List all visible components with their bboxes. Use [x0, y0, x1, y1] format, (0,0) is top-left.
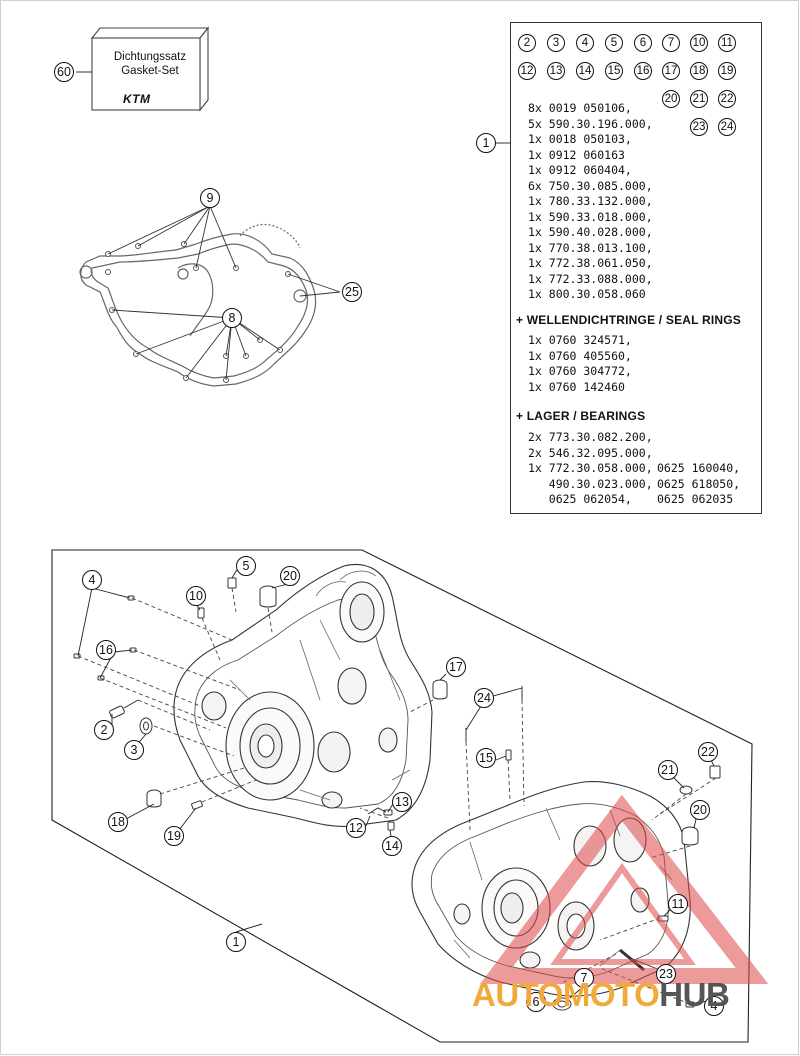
seal-rings-list: 1x 0760 324571, 1x 0760 405560, 1x 0760 … [528, 333, 632, 395]
part-number-list: 8x 0019 050106, 5x 590.30.196.000, 1x 00… [528, 101, 653, 303]
callout-13: 13 [392, 792, 412, 812]
seal-number: 1x 0760 324571, [528, 333, 632, 347]
gasket-set-label-en: Gasket-Set [121, 65, 179, 77]
circled-num: 12 [518, 62, 536, 80]
part-number: 1x 770.38.013.100, [528, 240, 653, 255]
bearing-number: 2x 773.30.082.200, [528, 430, 653, 444]
callout-2: 2 [94, 720, 114, 740]
part-number: 1x 0912 060404, [528, 163, 632, 177]
automotohub-watermark: AUTOMOTOHUB [472, 976, 730, 1014]
callout-19: 19 [164, 826, 184, 846]
left-crankcase-half [173, 564, 433, 827]
left-crankcase-ribs [229, 570, 411, 801]
callout-1-crankcase: 1 [226, 932, 246, 952]
bearing-number: 0625 062054, [528, 492, 632, 506]
callout-4-left: 4 [82, 570, 102, 590]
right-crankcase-half [411, 781, 691, 997]
circled-num: 20 [662, 90, 680, 108]
crankcase-frame [51, 549, 753, 1043]
callout-8: 8 [222, 308, 242, 328]
part-number: 1x 780.33.132.000, [528, 194, 653, 208]
bearing-number: 0625 160040, [657, 461, 741, 475]
part-number: 1x 590.33.018.000, [528, 209, 653, 224]
callout-11: 11 [668, 894, 688, 914]
bearing-number: 490.30.023.000, [528, 476, 653, 491]
callout-3: 3 [124, 740, 144, 760]
circled-num: 18 [690, 62, 708, 80]
part-number: 1x 0912 060163 [528, 147, 625, 162]
circled-num: 15 [605, 62, 623, 80]
callout-24: 24 [474, 688, 494, 708]
part-number: 1x 800.30.058.060 [528, 287, 646, 301]
circled-num: 13 [547, 62, 565, 80]
callout-9: 9 [200, 188, 220, 208]
callout-22: 22 [698, 742, 718, 762]
callout-15: 15 [476, 748, 496, 768]
part-number: 5x 590.30.196.000, [528, 116, 653, 131]
circled-num: 7 [662, 34, 680, 52]
circled-num: 23 [690, 118, 708, 136]
part-number: 1x 772.33.088.000, [528, 271, 653, 286]
part-number: 1x 772.38.061.050, [528, 256, 653, 270]
cover-gasket-bolt-holes [105, 241, 291, 383]
circled-num: 19 [718, 62, 736, 80]
callout-7: 7 [574, 968, 594, 988]
circled-num: 10 [690, 34, 708, 52]
seal-number: 1x 0760 304772, [528, 364, 632, 378]
circled-num: 2 [518, 34, 536, 52]
callout-21: 21 [658, 760, 678, 780]
circled-num: 16 [634, 62, 652, 80]
bearing-number: 2x 546.32.095.000, [528, 445, 653, 460]
watermark-text-dark: HUB [659, 976, 730, 1013]
circled-num: 14 [576, 62, 594, 80]
callout-20-top: 20 [280, 566, 300, 586]
bearing-number: 0625 618050, [657, 476, 741, 491]
callout-16: 16 [96, 640, 116, 660]
part-number: 1x 0018 050103, [528, 132, 632, 146]
part-number: 8x 0019 050106, [528, 101, 632, 115]
seal-number: 1x 0760 405560, [528, 348, 632, 363]
part-number: 1x 590.40.028.000, [528, 225, 653, 239]
circled-num: 24 [718, 118, 736, 136]
seal-number: 1x 0760 142460 [528, 379, 625, 394]
circled-num: 6 [634, 34, 652, 52]
callout-60: 60 [54, 62, 74, 82]
bearings-list-right: 0625 160040, 0625 618050, 0625 062035 [657, 461, 740, 508]
callout-4-right: 4 [704, 996, 724, 1016]
cover-gasket-outline [79, 223, 317, 387]
gasket-set-label: Dichtungssatz Gasket-Set [92, 50, 208, 78]
circled-num: 11 [718, 34, 736, 52]
circled-num: 3 [547, 34, 565, 52]
callout-5: 5 [236, 556, 256, 576]
circled-num: 17 [662, 62, 680, 80]
bearings-heading: + LAGER / BEARINGS [516, 409, 646, 423]
circled-num: 4 [576, 34, 594, 52]
callout-14: 14 [382, 836, 402, 856]
watermark-text-accent: AUTOMOTO [472, 976, 660, 1013]
circled-num: 21 [690, 90, 708, 108]
bearings-list-left: 2x 773.30.082.200, 2x 546.32.095.000, 1x… [528, 430, 653, 508]
bearing-number: 1x 772.30.058.000, [528, 461, 653, 475]
callout-25: 25 [342, 282, 362, 302]
callout-20-right: 20 [690, 800, 710, 820]
gasket-set-box-graphic [90, 26, 210, 112]
callout-1-panel: 1 [476, 133, 496, 153]
callout-23: 23 [656, 964, 676, 984]
circled-num: 5 [605, 34, 623, 52]
part-number: 6x 750.30.085.000, [528, 178, 653, 193]
callout-12: 12 [346, 818, 366, 838]
circled-num: 22 [718, 90, 736, 108]
seal-rings-heading: + WELLENDICHTRINGE / SEAL RINGS [516, 313, 741, 327]
bearing-number: 0625 062035 [657, 492, 734, 506]
gasket-set-label-de: Dichtungssatz [113, 51, 187, 63]
ktm-logo: KTM [123, 92, 151, 106]
callout-18: 18 [108, 812, 128, 832]
callout-6: 6 [526, 992, 546, 1012]
callout-17: 17 [446, 657, 466, 677]
callout-10: 10 [186, 586, 206, 606]
watermark-triangle-graphic [480, 794, 769, 984]
